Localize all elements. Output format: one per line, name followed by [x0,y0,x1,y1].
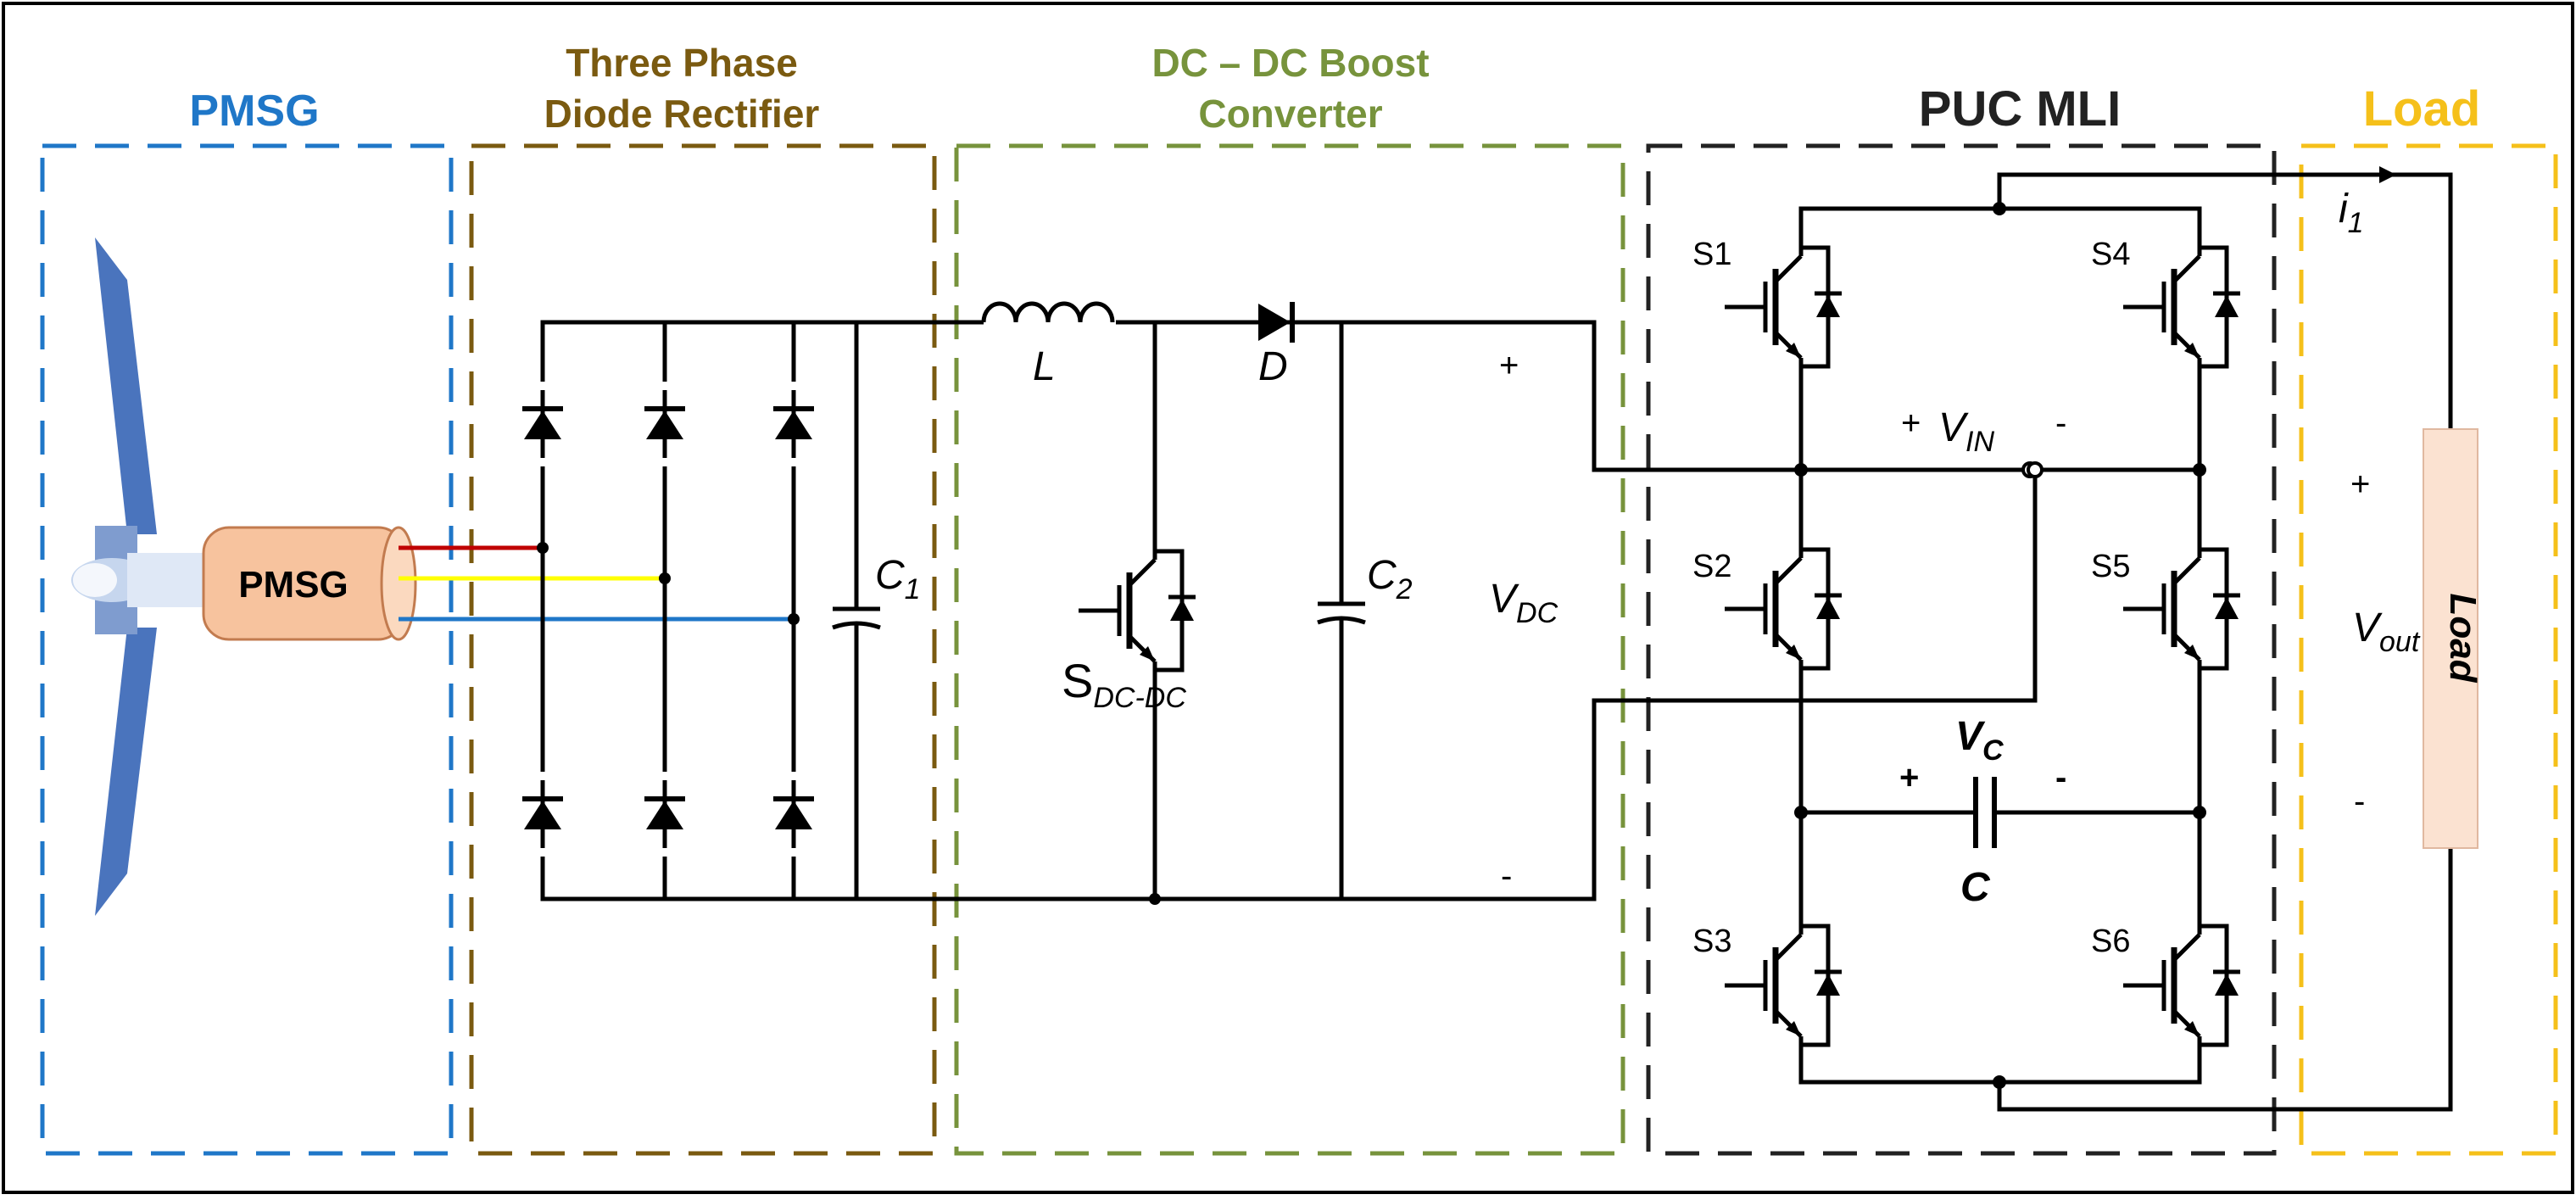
boost-switch [1079,526,1196,695]
vout-plus-sign: + [2350,466,2370,503]
rectifier-section-box [469,143,937,1156]
boost-switch-label: SDC-DC [1062,654,1186,714]
dc-link-negative-wire [1592,467,2202,901]
output-bottom-wire [1997,846,2453,1112]
flying-capacitor-label: C [1960,865,1991,910]
switch-s6-label: S6 [2091,924,2130,959]
load-section-box [2299,143,2558,1156]
switch-s4-label: S4 [2091,237,2130,272]
vdc-minus-sign: - [1501,857,1512,895]
boost-section-title-line2: Converter [1198,92,1382,136]
switch-s3-label: S3 [1692,924,1731,959]
switch-s1-label: S1 [1692,237,1731,272]
diode-label: D [1258,344,1288,389]
vc-plus-sign: + [1899,759,1919,796]
rectifier-section-title-line1: Three Phase [566,41,798,85]
pmsg-section-title: PMSG [189,87,319,136]
load-section-title: Load [2363,81,2481,137]
vc-label: VC [1955,714,2004,767]
wind-turbine-icon [71,237,212,916]
vin-plus-sign: + [1901,405,1921,442]
flying-capacitor-c [1794,777,2206,848]
load-current-label: i1 [2339,187,2364,239]
vc-minus-sign: - [2055,759,2066,796]
vin-label: VIN [1938,405,1994,458]
switch-s5-label: S5 [2091,549,2130,584]
vdc-plus-sign: + [1499,347,1519,384]
inductor-label: L [1033,344,1056,389]
boost-diode [1248,302,1316,344]
load-resistor [2423,428,2478,849]
c2-label: C2 [1367,553,1413,606]
boost-section-box [954,143,1625,1156]
pmsg-generator: PMSG [202,526,417,641]
c1-label: C1 [875,553,921,606]
vout-label: Vout [2352,606,2421,658]
capacitor-c2 [1317,320,1366,901]
capacitor-c1 [832,320,881,901]
boost-section-title-line1: DC – DC Boost [1151,41,1429,85]
output-top-wire [1997,172,2453,432]
pmsg-section-box [40,143,454,1156]
switch-s2-label: S2 [1692,549,1731,584]
rectifier-section-title-line2: Diode Rectifier [544,92,820,136]
vin-minus-sign: - [2055,405,2066,442]
pmsg-generator-label: PMSG [238,564,348,606]
inductor-l [981,288,1116,331]
load-label: Load [2442,593,2484,683]
vdc-label: VDC [1489,577,1558,629]
vout-minus-sign: - [2354,783,2365,820]
dc-link-positive-wire [1592,320,2032,472]
mli-section-box [1646,143,2277,1156]
mli-section-title: PUC MLI [1919,81,2121,137]
diode-bridge [519,320,1597,901]
